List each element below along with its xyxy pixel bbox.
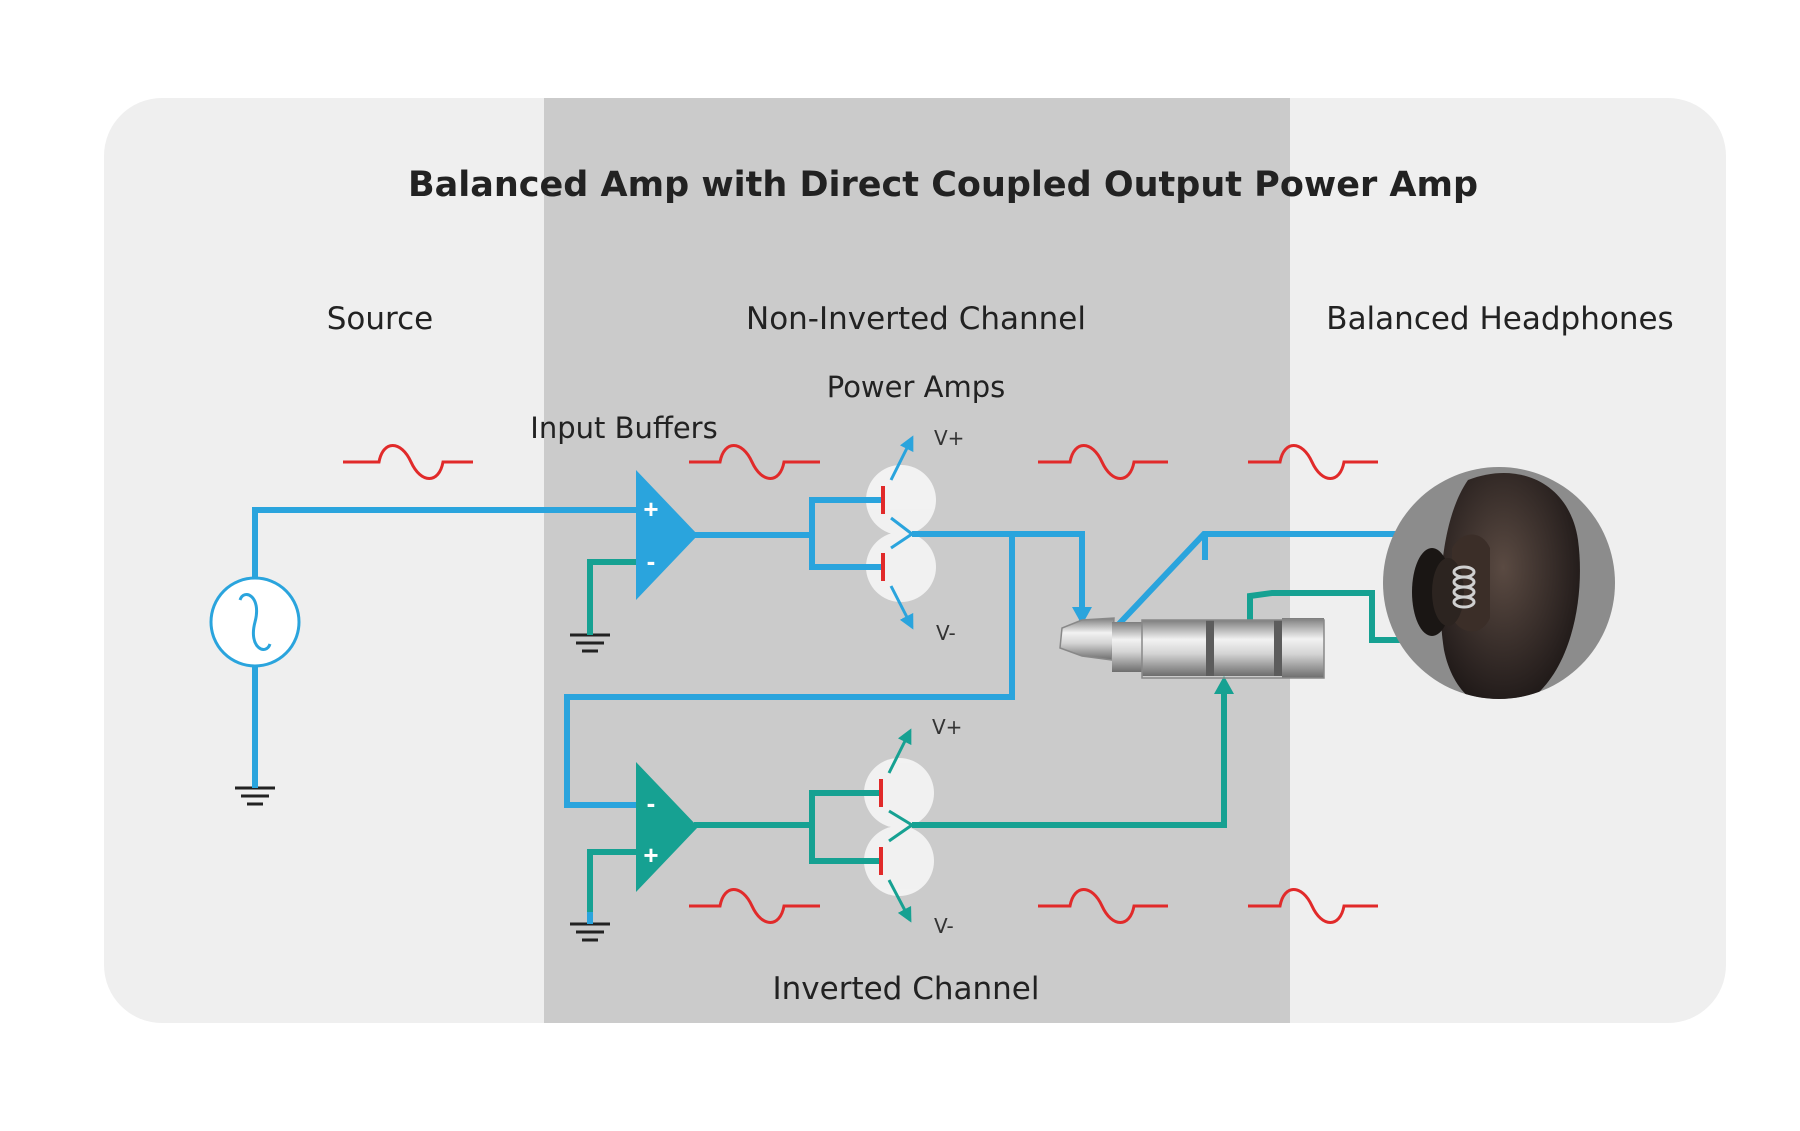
power-amps-label: Power Amps bbox=[827, 370, 1006, 404]
opamp-top-plus: + bbox=[643, 494, 658, 524]
bottom-vminus-label: V- bbox=[934, 914, 954, 938]
waveforms bbox=[343, 444, 1378, 924]
trrs-plug-icon bbox=[1059, 617, 1325, 679]
section-source-label: Source bbox=[327, 301, 433, 337]
top-vplus-label: V+ bbox=[934, 426, 964, 450]
bottom-vplus-label: V+ bbox=[932, 715, 962, 739]
arrow-into-plug-tip bbox=[1072, 607, 1092, 625]
transistor-circles bbox=[864, 465, 936, 896]
transistor-icon bbox=[864, 826, 934, 896]
section-headphones-label: Balanced Headphones bbox=[1326, 301, 1673, 337]
transistor-icon bbox=[866, 532, 936, 602]
teal-signal-path bbox=[587, 559, 1440, 912]
waveform-icon bbox=[689, 888, 820, 924]
opamp-icon bbox=[636, 470, 698, 600]
waveform-icon bbox=[343, 444, 473, 480]
waveform-icon bbox=[1038, 444, 1168, 480]
waveform-icon bbox=[1248, 888, 1378, 924]
waveform-icon bbox=[689, 444, 820, 480]
input-buffers-label: Input Buffers bbox=[530, 411, 717, 445]
opamp-bottom-minus: - bbox=[647, 788, 656, 818]
opamp-bottom-plus: + bbox=[643, 840, 658, 870]
headphone-earcup-icon bbox=[1383, 467, 1615, 699]
arrow-into-plug-ring bbox=[1214, 676, 1234, 694]
sine-source bbox=[209, 576, 301, 668]
opamp-bottom: - + bbox=[636, 762, 698, 892]
transistor-icon bbox=[864, 758, 934, 828]
opamp-top-minus: - bbox=[647, 546, 656, 576]
opamp-icon bbox=[636, 762, 698, 892]
opamp-top: + - bbox=[636, 470, 698, 600]
top-vminus-label: V- bbox=[936, 621, 956, 645]
diagram-title: Balanced Amp with Direct Coupled Output … bbox=[408, 165, 1478, 205]
section-non-inverted-label: Non-Inverted Channel bbox=[746, 301, 1086, 337]
transistor-internals bbox=[879, 435, 914, 923]
source-panel bbox=[104, 98, 544, 1023]
wire-arrows bbox=[1072, 607, 1234, 694]
section-inverted-label: Inverted Channel bbox=[773, 971, 1040, 1007]
waveform-icon bbox=[1248, 444, 1378, 480]
transistor-icon bbox=[866, 465, 936, 535]
waveform-icon bbox=[1038, 888, 1168, 924]
